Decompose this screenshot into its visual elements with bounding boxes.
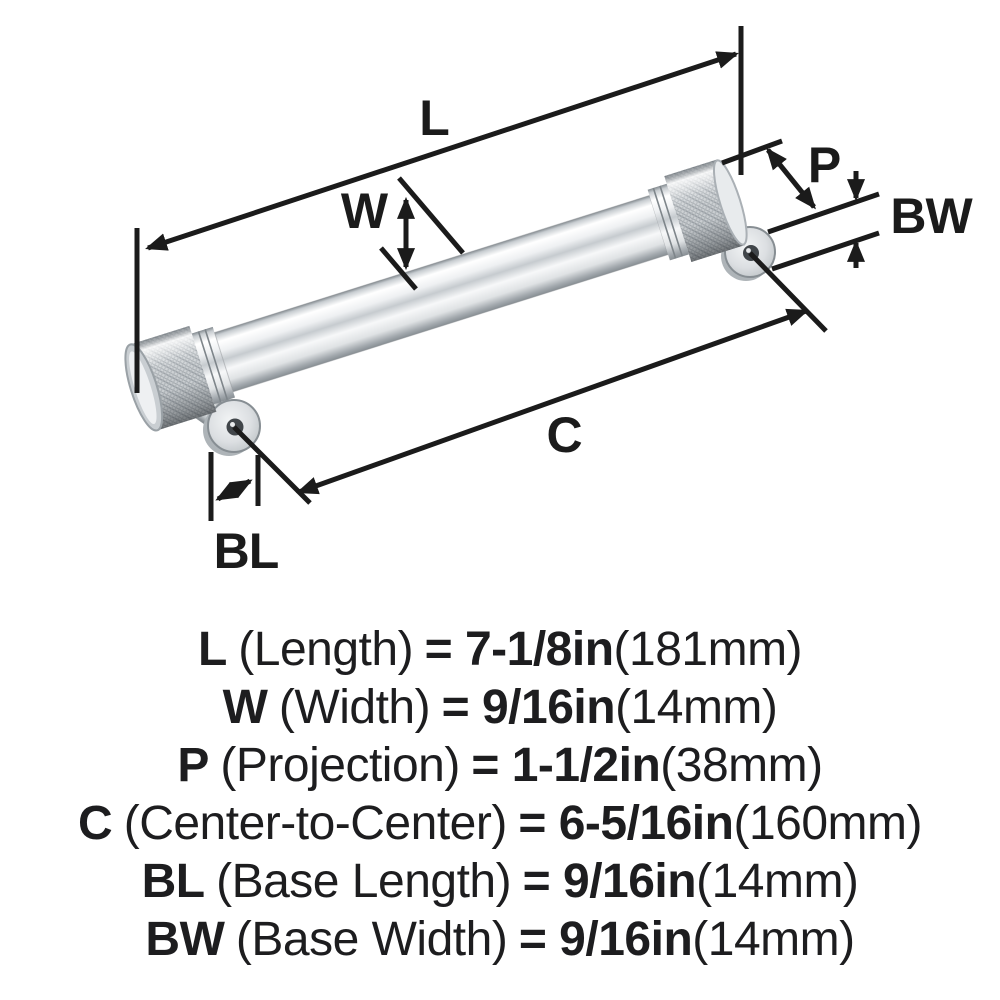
spec-symbol: P: [177, 739, 209, 792]
dimension-arrow: [215, 478, 253, 502]
spec-line-base-width: BW(Base Width)= 9/16in(14mm): [0, 911, 1000, 969]
spec-value: = 9/16in: [441, 681, 616, 734]
spec-value: = 9/16in: [522, 855, 697, 908]
bar-assembly: [124, 159, 748, 432]
dimension-arrow: [145, 51, 739, 251]
spec-symbol: BL: [141, 855, 205, 908]
dim-label-length: L: [419, 90, 449, 146]
spec-name: (Projection): [220, 739, 460, 792]
dimension-arrow: [766, 147, 816, 210]
spec-metric: (38mm): [660, 739, 823, 792]
spec-metric: (14mm): [615, 681, 778, 734]
dim-label-center-to-center: C: [546, 407, 581, 463]
dim-label-base-width: BW: [890, 188, 973, 244]
spec-line-base-length: BL(Base Length)= 9/16in(14mm): [0, 853, 1000, 911]
spec-name: (Width): [278, 681, 431, 734]
handle-illustration: [124, 159, 776, 456]
extension-line: [767, 191, 880, 235]
spec-symbol: BW: [145, 913, 225, 966]
spec-name: (Center-to-Center): [123, 797, 508, 850]
spec-symbol: C: [78, 797, 113, 850]
spec-metric: (160mm): [733, 797, 922, 850]
dim-width: [379, 176, 465, 291]
dim-label-projection: P: [808, 137, 840, 193]
dim-label-width: W: [341, 183, 389, 239]
spec-symbol: L: [197, 623, 227, 676]
dim-projection: [721, 138, 816, 210]
dim-base-width: [767, 171, 880, 272]
spec-metric: (181mm): [613, 623, 803, 676]
extension-line: [721, 138, 783, 166]
spec-metric: (14mm): [696, 855, 859, 908]
spec-line-length: L(Length)= 7-1/8in(181mm): [0, 621, 1000, 679]
spec-line-center-to-center: C(Center-to-Center)= 6-5/16in(160mm): [0, 795, 1000, 853]
spec-value: = 9/16in: [518, 913, 693, 966]
spec-value: = 1-1/2in: [471, 739, 661, 792]
dim-center-to-center: [232, 251, 828, 505]
dim-base-length: [208, 452, 261, 521]
left-rings: [191, 326, 235, 405]
spec-line-width: W(Width)= 9/16in(14mm): [0, 679, 1000, 737]
spec-symbol: W: [222, 681, 268, 734]
dimension-diagram: L W P BW C BL: [124, 26, 974, 579]
extension-line: [771, 230, 880, 272]
spec-name: (Base Width): [235, 913, 508, 966]
extension-line: [748, 251, 828, 333]
dimension-arrow: [296, 308, 809, 495]
spec-name: (Base Length): [216, 855, 512, 908]
spec-value: = 6-5/16in: [518, 797, 734, 850]
extension-line: [232, 425, 312, 505]
dim-length: [134, 26, 744, 393]
spec-metric: (14mm): [692, 913, 855, 966]
spec-name: (Length): [238, 623, 414, 676]
spec-line-projection: P(Projection)= 1-1/2in(38mm): [0, 737, 1000, 795]
spec-value: = 7-1/8in: [424, 623, 614, 676]
extension-line: [397, 176, 465, 255]
dim-label-base-length: BL: [214, 523, 279, 579]
spec-list: L(Length)= 7-1/8in(181mm) W(Width)= 9/16…: [0, 621, 1000, 969]
